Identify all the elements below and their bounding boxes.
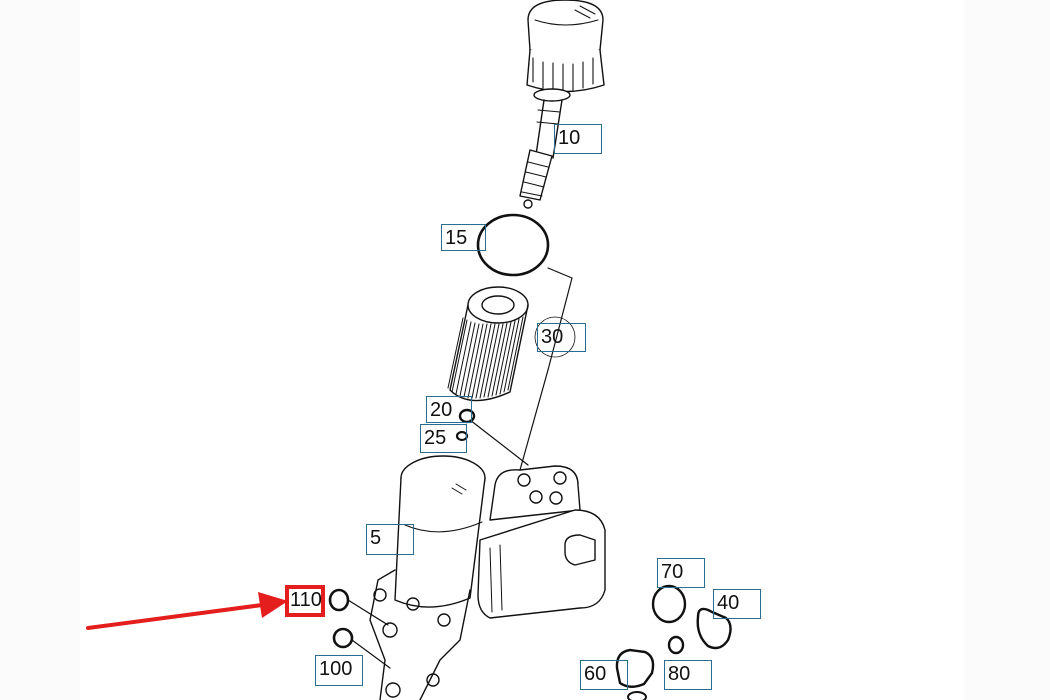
o-ring-icon xyxy=(332,627,354,649)
callout-5[interactable]: 5 xyxy=(366,524,414,555)
callout-100[interactable]: 100 xyxy=(315,655,363,686)
callout-80[interactable]: 80 xyxy=(664,660,712,690)
callout-25[interactable]: 25 xyxy=(420,424,467,453)
pointer-arrow-icon xyxy=(86,592,288,630)
page-margin-left xyxy=(0,0,80,700)
callout-110[interactable]: 110 xyxy=(285,585,325,617)
o-ring-icon xyxy=(455,430,469,442)
filter-element-icon xyxy=(447,286,529,402)
callout-70[interactable]: 70 xyxy=(657,558,705,588)
dipstick-icon xyxy=(519,99,563,209)
gasket-icon xyxy=(696,607,732,650)
o-ring-icon xyxy=(651,584,687,624)
callout-15[interactable]: 15 xyxy=(441,224,486,251)
o-ring-icon xyxy=(476,213,550,277)
callout-10[interactable]: 10 xyxy=(554,124,602,154)
filter-housing-icon xyxy=(369,455,486,700)
callout-40[interactable]: 40 xyxy=(713,589,761,619)
callout-30[interactable]: 30 xyxy=(537,323,586,352)
o-ring-icon xyxy=(328,588,350,612)
oil-cooler-icon xyxy=(477,465,606,619)
callout-20[interactable]: 20 xyxy=(426,396,472,423)
callout-60[interactable]: 60 xyxy=(580,660,628,690)
page-margin-right xyxy=(965,0,1050,700)
filter-cap-icon xyxy=(526,0,605,102)
leader-line xyxy=(547,267,573,371)
o-ring-icon xyxy=(667,635,685,655)
gasket-icon xyxy=(615,648,655,688)
